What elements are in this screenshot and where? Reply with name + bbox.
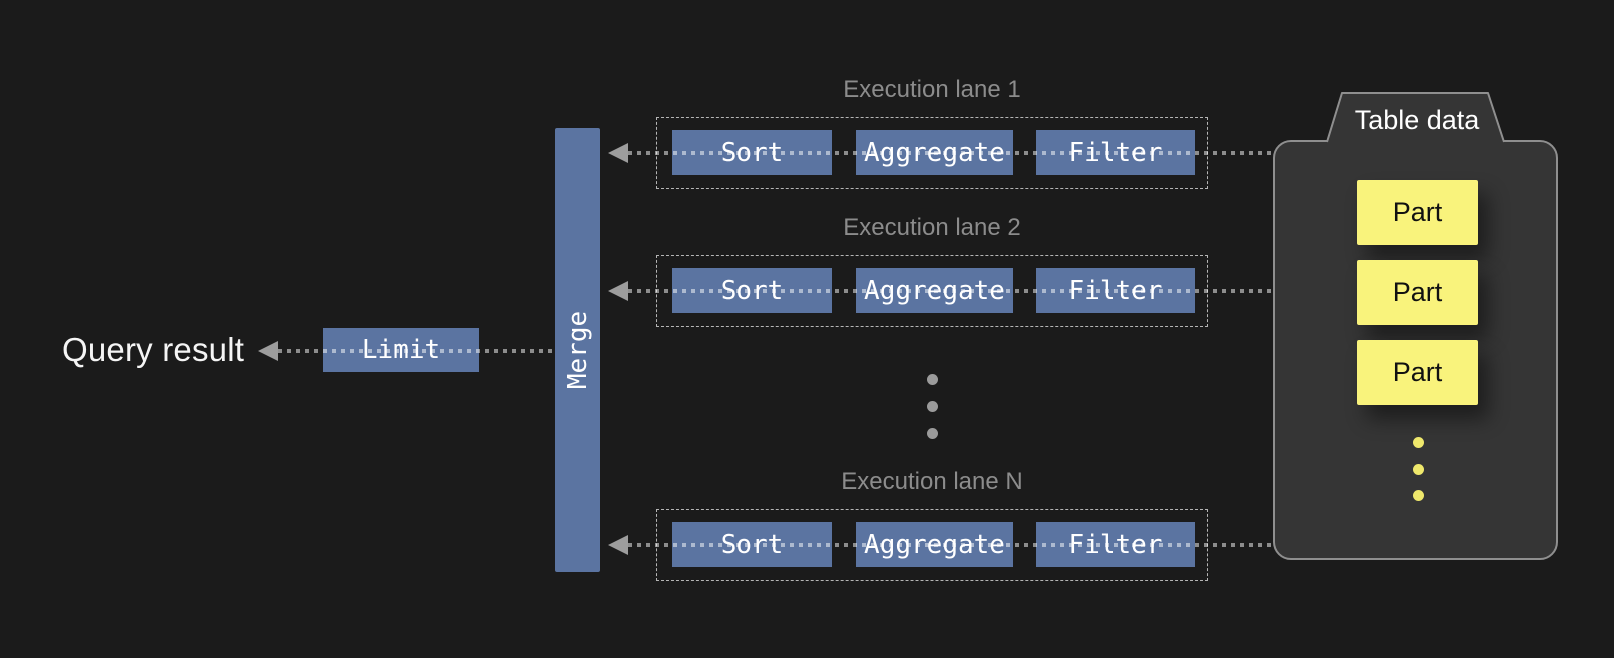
merge-bar: Merge xyxy=(555,128,600,572)
op-label: Filter xyxy=(1068,529,1163,560)
op-label: Sort xyxy=(720,529,784,560)
parts-ellipsis-dot xyxy=(1413,464,1424,475)
table-data-label: Table data xyxy=(1354,105,1480,135)
lanes-ellipsis-dot xyxy=(927,374,938,385)
lanes-ellipsis-dot xyxy=(927,428,938,439)
lane-label: Execution lane 1 xyxy=(843,76,1021,103)
limit-label: Limit xyxy=(361,335,441,365)
op-label: Aggregate xyxy=(864,529,1005,560)
part-box: Part xyxy=(1357,180,1478,245)
part-label: Part xyxy=(1392,197,1443,227)
execution-lane-n: Execution lane N Sort Aggregate Filter xyxy=(608,468,1273,581)
op-label: Aggregate xyxy=(864,275,1005,306)
left-arrowhead-icon xyxy=(608,535,628,555)
left-arrowhead-icon xyxy=(608,281,628,301)
dotted-flow-line xyxy=(278,349,555,353)
lane-label: Execution lane 2 xyxy=(843,214,1021,241)
op-box-aggregate: Aggregate xyxy=(856,522,1013,567)
dotted-flow-line xyxy=(628,289,1273,293)
execution-lane-2: Execution lane 2 Sort Aggregate Filter xyxy=(608,214,1273,327)
parts-ellipsis-dot xyxy=(1413,437,1424,448)
part-label: Part xyxy=(1392,277,1443,307)
table-data-tab-icon xyxy=(1326,92,1505,143)
left-arrowhead-icon xyxy=(608,143,628,163)
op-label: Sort xyxy=(720,137,784,168)
table-data-panel: Part Part Part xyxy=(1273,140,1558,560)
op-box-filter: Filter xyxy=(1036,268,1195,313)
op-box-aggregate: Aggregate xyxy=(856,130,1013,175)
parts-ellipsis-dot xyxy=(1413,490,1424,501)
dotted-flow-line xyxy=(628,543,1273,547)
query-result-label: Query result xyxy=(62,331,245,368)
merge-label: Merge xyxy=(562,310,593,390)
lanes-ellipsis-dot xyxy=(927,401,938,412)
op-label: Filter xyxy=(1068,137,1163,168)
dotted-flow-line xyxy=(628,151,1273,155)
lane-label: Execution lane N xyxy=(841,468,1023,495)
execution-lane-1: Execution lane 1 Sort Aggregate Filter xyxy=(608,76,1273,189)
op-label: Aggregate xyxy=(864,137,1005,168)
op-label: Sort xyxy=(720,275,784,306)
op-label: Filter xyxy=(1068,275,1163,306)
part-box: Part xyxy=(1357,260,1478,325)
left-arrowhead-icon xyxy=(258,341,278,361)
op-box-aggregate: Aggregate xyxy=(856,268,1013,313)
part-box: Part xyxy=(1357,340,1478,405)
part-label: Part xyxy=(1392,357,1443,387)
